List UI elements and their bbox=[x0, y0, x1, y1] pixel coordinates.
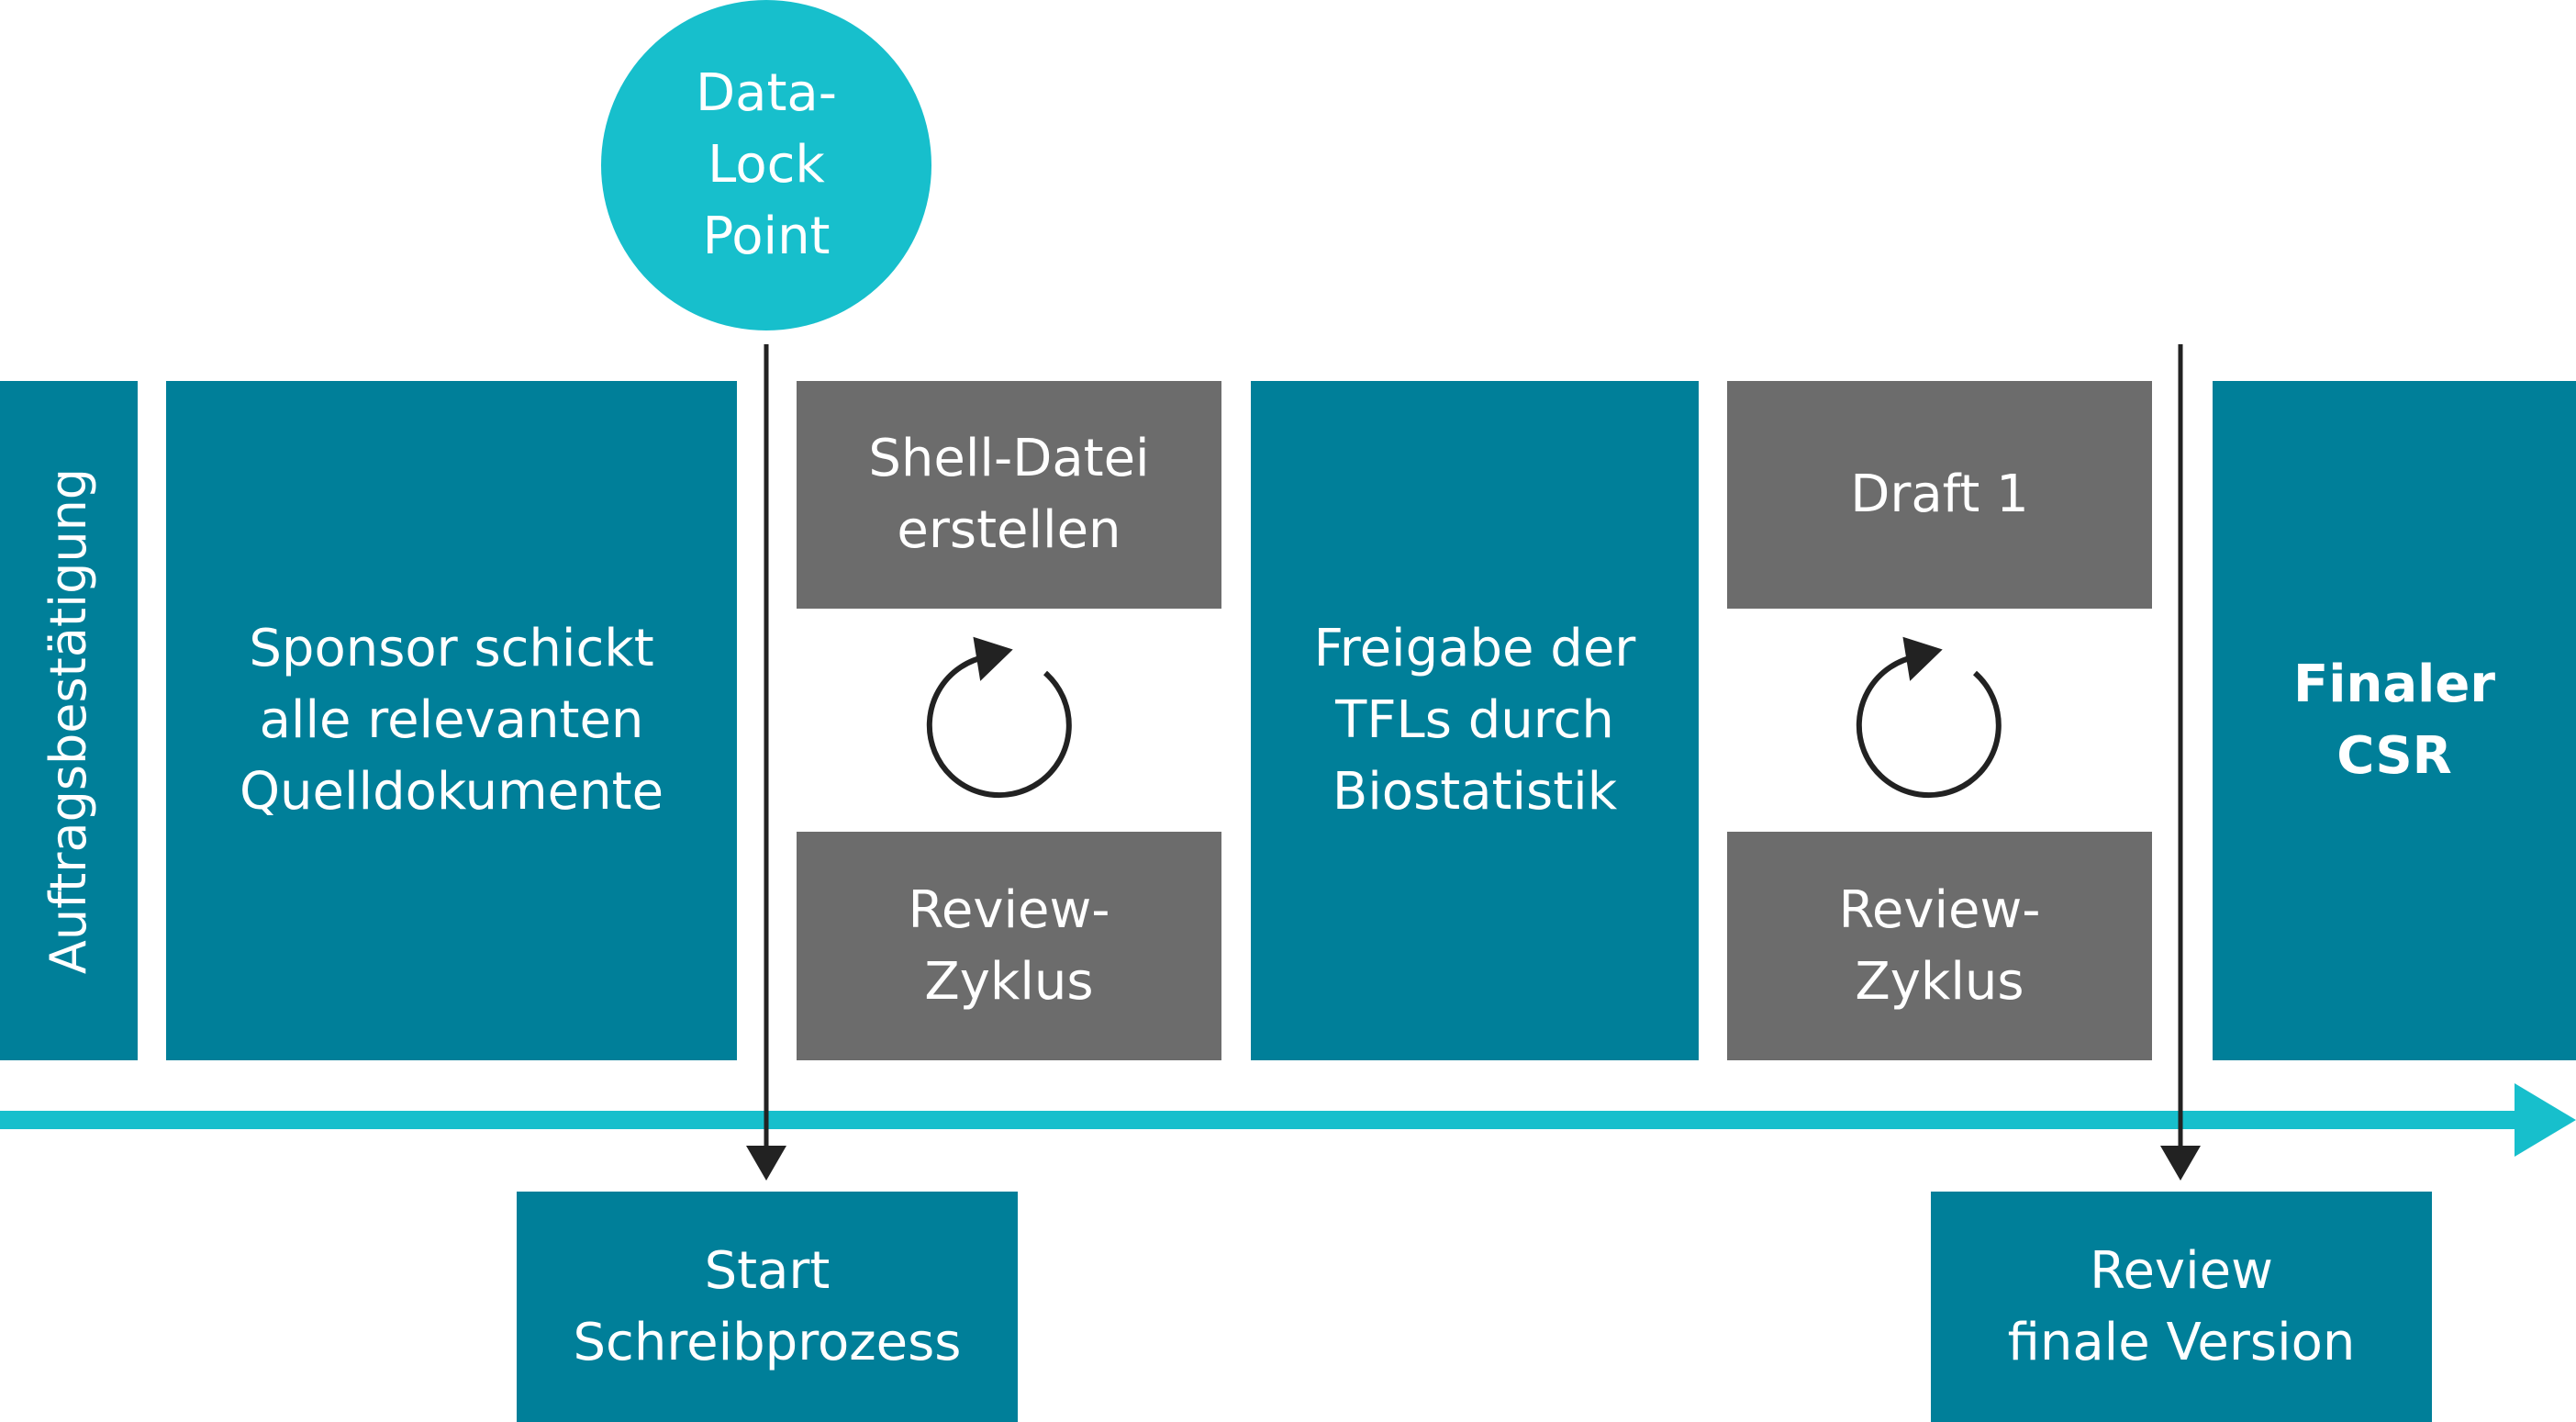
shell-datei-label: Shell-Datei erstellen bbox=[868, 429, 1150, 560]
start-schreibprozess-label: Start Schreibprozess bbox=[573, 1240, 962, 1372]
freigabe-label: Freigabe der TFLs durch Biostatistik bbox=[1313, 619, 1636, 822]
review-zyklus-label-2: Review- Zyklus bbox=[1838, 879, 2041, 1012]
review-finale-version-label: Review finale Version bbox=[2007, 1240, 2356, 1372]
data-lock-point-circle: Data- Lock Point bbox=[601, 0, 931, 330]
start-schreibprozess-box: Start Schreibprozess bbox=[517, 1192, 1018, 1422]
review-final-arrow-head bbox=[2160, 1146, 2201, 1181]
data-lock-point-label: Data- Lock Point bbox=[696, 63, 837, 266]
review-zyklus-box-1: Review- Zyklus bbox=[797, 832, 1221, 1060]
finaler-csr-label: Finaler CSR bbox=[2293, 655, 2495, 786]
draft-box: Draft 1 bbox=[1727, 381, 2152, 609]
sponsor-box: Sponsor schickt alle relevanten Quelldok… bbox=[166, 381, 737, 1060]
timeline-line bbox=[0, 1111, 2519, 1129]
review-zyklus-label-1: Review- Zyklus bbox=[908, 879, 1110, 1012]
finaler-csr-box: Finaler CSR bbox=[2213, 381, 2576, 1060]
draft-label: Draft 1 bbox=[1850, 465, 2029, 524]
data-lock-arrow-head bbox=[746, 1146, 786, 1181]
review-zyklus-box-2: Review- Zyklus bbox=[1727, 832, 2152, 1060]
cycle-arrow-icon bbox=[1856, 636, 2002, 798]
freigabe-box: Freigabe der TFLs durch Biostatistik bbox=[1251, 381, 1699, 1060]
cycle-arrow-icon bbox=[926, 636, 1072, 798]
shell-datei-box: Shell-Datei erstellen bbox=[797, 381, 1221, 609]
auftragsbestaetigung-box: Auftragsbestätigung bbox=[0, 381, 138, 1060]
sponsor-label: Sponsor schickt alle relevanten Quelldok… bbox=[239, 619, 664, 822]
timeline-arrowhead bbox=[2515, 1083, 2576, 1157]
review-finale-version-box: Review finale Version bbox=[1931, 1192, 2432, 1422]
